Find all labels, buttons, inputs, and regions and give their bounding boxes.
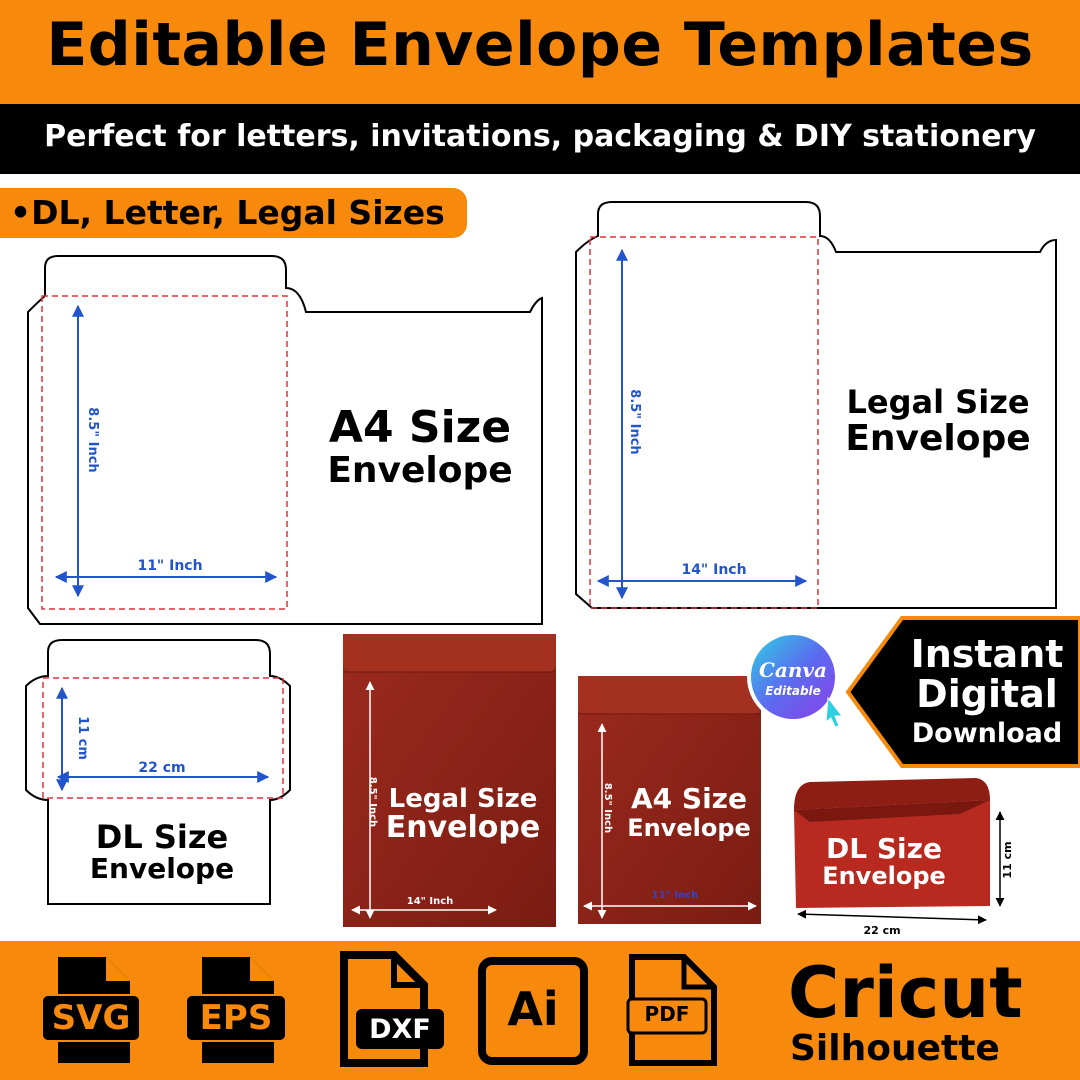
format-label-ai: Ai (507, 982, 559, 1036)
a4-mockup-width-dim: 11" Inch (651, 890, 699, 901)
svg-file-icon (41, 957, 141, 1063)
a4-envelope-mockup (578, 676, 761, 924)
legal-template-label-line2: Envelope (845, 418, 1031, 459)
dl-envelope-template (25, 639, 291, 905)
canva-badge-line2: Editable (765, 684, 821, 698)
ai-file-icon (478, 957, 588, 1065)
sizes-badge (0, 188, 467, 238)
sizes-badge-text: •DL, Letter, Legal Sizes (10, 193, 445, 232)
format-icons (41, 951, 717, 1067)
legal-envelope-mockup (343, 634, 556, 927)
format-label-svg: SVG (51, 998, 131, 1038)
format-label-dxf: DXF (369, 1014, 431, 1045)
format-label-eps: EPS (199, 998, 273, 1038)
page-subtitle: Perfect for letters, invitations, packag… (44, 119, 1036, 154)
legal-width-dim: 14" Inch (681, 562, 747, 578)
brand-silhouette: Silhouette (790, 1028, 1000, 1069)
legal-mockup-height-dim: 8.5" Inch (367, 776, 378, 828)
header-band (0, 0, 1080, 104)
cursor-icon (825, 696, 844, 728)
dl-mockup-width-dim: 22 cm (863, 924, 901, 937)
canva-badge-line1: Canva (759, 658, 827, 682)
legal-envelope-template (575, 201, 1057, 609)
page-title: Editable Envelope Templates (46, 10, 1034, 80)
dl-template-label-line1: DL Size (95, 818, 229, 856)
dl-envelope-mockup (794, 778, 1005, 925)
instant-line1: Instant (910, 632, 1064, 676)
instant-line3: Download (911, 718, 1063, 749)
a4-template-label-line2: Envelope (327, 450, 513, 491)
format-label-pdf: PDF (644, 1002, 690, 1026)
instant-download-badge (845, 616, 1080, 768)
legal-template-label-line1: Legal Size (846, 383, 1030, 421)
dl-width-dim: 22 cm (138, 760, 186, 776)
dl-mockup-label-line2: Envelope (822, 862, 946, 890)
pdf-file-icon (626, 954, 717, 1066)
eps-file-icon (185, 957, 287, 1063)
dl-height-dim: 11 cm (75, 716, 90, 760)
instant-line2: Digital (916, 672, 1058, 716)
legal-mockup-label-line2: Envelope (385, 810, 541, 845)
canva-badge (747, 631, 844, 728)
subtitle-band (0, 104, 1080, 174)
a4-mockup-label-line2: Envelope (627, 814, 751, 842)
a4-mockup-height-dim: 8.5" Inch (602, 782, 613, 834)
a4-height-dim: 8.5" Inch (85, 407, 100, 473)
a4-envelope-template (27, 255, 543, 625)
legal-mockup-label-line1: Legal Size (388, 784, 538, 814)
legal-height-dim: 8.5" Inch (627, 389, 642, 455)
dl-mockup-label-line1: DL Size (826, 832, 942, 865)
a4-width-dim: 11" Inch (137, 558, 203, 574)
a4-mockup-label-line1: A4 Size (631, 782, 747, 815)
brand-cricut: Cricut (788, 952, 1023, 1034)
dl-template-label-line2: Envelope (89, 852, 235, 885)
dl-mockup-height-dim: 11 cm (1001, 841, 1014, 879)
a4-template-label-line1: A4 Size (328, 402, 512, 453)
dxf-file-icon (340, 951, 444, 1067)
legal-mockup-width-dim: 14" Inch (406, 896, 454, 907)
